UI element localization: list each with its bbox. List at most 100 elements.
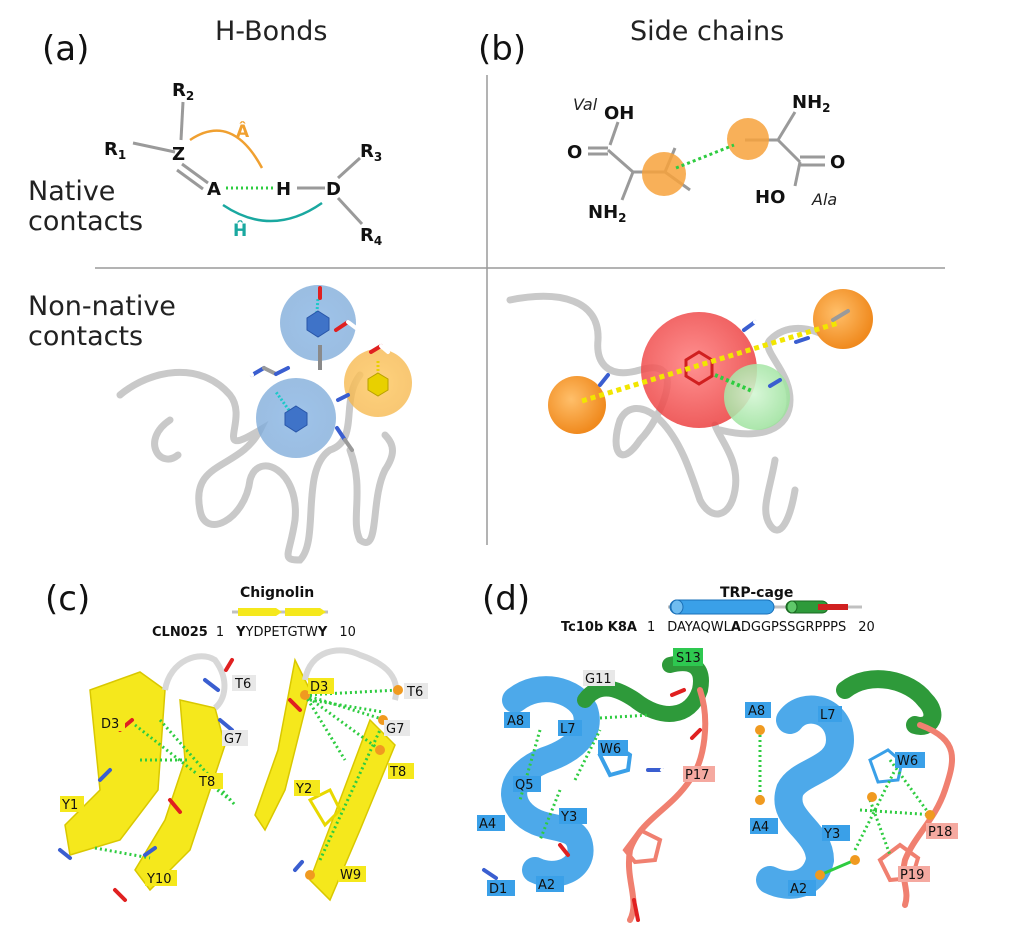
acceptor-angle-arc	[189, 129, 264, 169]
label-right-y2: Y2	[295, 782, 312, 797]
label-left-y10: Y10	[146, 872, 171, 887]
label-left-y3: Y3	[560, 810, 577, 825]
orange-sphere-left	[548, 376, 606, 434]
trpcage-title: TRP-cage	[720, 585, 793, 601]
non-native-hbond-structure	[116, 285, 412, 564]
panel-b-title: Side chains	[630, 16, 784, 47]
label-left-y1: Y1	[61, 798, 78, 813]
label-right-a2: A2	[790, 882, 807, 897]
chignolin-right-strand-a	[254, 657, 311, 832]
label-right-g7: G7	[386, 722, 404, 737]
val-sidechain-sphere	[642, 152, 686, 196]
label-right-d3: D3	[310, 680, 328, 695]
r1-label: R1	[104, 139, 126, 162]
a-hat-label: Â	[236, 120, 250, 142]
green-contact-line	[714, 373, 753, 393]
val-nh2: NH2	[588, 202, 627, 225]
non-native-label-line1: Non-native	[28, 291, 176, 322]
chignolin-title: Chignolin	[240, 585, 314, 601]
native-label-line2: contacts	[28, 206, 143, 237]
label-left-d1: D1	[489, 882, 507, 897]
label-left-t8: T8	[198, 775, 215, 790]
r2-label: R2	[172, 80, 194, 103]
label-right-a4: A4	[752, 820, 769, 835]
trpcage-helix-cylinder	[669, 599, 775, 615]
backbone-ribbon-b	[506, 292, 834, 534]
trpcage-right-310	[836, 670, 942, 735]
native-label-line1: Native	[28, 176, 115, 207]
chignolin-strand-1	[238, 608, 282, 616]
trpcage-right-helix	[756, 695, 855, 899]
label-left-s13: S13	[676, 651, 701, 666]
hbond-schematic: R1 R2 Z A H D R3 R4 Â Ĥ	[104, 80, 382, 248]
ala-sidechain-sphere	[727, 118, 769, 160]
chignolin-left-structure: T6 D3 G7 T8 Y1 Y10	[58, 653, 256, 902]
non-native-label-line2: contacts	[28, 321, 143, 352]
label-left-g7: G7	[224, 732, 242, 747]
panel-d-letter: (d)	[482, 579, 530, 619]
chignolin-left-strand-a	[64, 671, 166, 856]
orange-sphere-right	[813, 289, 873, 349]
label-left-p17: P17	[685, 768, 709, 783]
label-left-d3: D3	[101, 717, 119, 732]
label-left-g11: G11	[585, 672, 612, 687]
label-right-p18: P18	[928, 825, 952, 840]
panel-a-letter: (a)	[42, 29, 89, 69]
trpcage-right-structure: A8 L7 W6 P18 A4 Y3 P19 A2	[745, 670, 958, 908]
chignolin-left-labels: T6 D3 G7 T8 Y1 Y10	[60, 675, 256, 887]
val-o: O	[567, 142, 582, 163]
trpcage-left-labels: S13 G11 A8 L7 W6 P17 Q5 Y3 A4 D1 A2	[477, 648, 715, 897]
label-left-a4: A4	[479, 817, 496, 832]
chignolin-strand-2	[285, 608, 326, 616]
h-atom: H	[276, 179, 291, 200]
label-left-a2: A2	[538, 878, 555, 893]
panel-a-title: H-Bonds	[215, 16, 327, 47]
ala-ho: HO	[755, 187, 785, 208]
trpcage-left-structure: S13 G11 A8 L7 W6 P17 Q5 Y3 A4 D1 A2	[477, 648, 715, 923]
val-oh: OH	[604, 103, 634, 124]
label-right-y3: Y3	[823, 827, 840, 842]
panel-c-letter: (c)	[45, 579, 90, 619]
label-left-t6: T6	[234, 677, 251, 692]
label-left-a8: A8	[507, 714, 524, 729]
trpcage-ppii-segment	[818, 604, 848, 610]
label-right-t6: T6	[406, 685, 423, 700]
h-hat-label: Ĥ	[233, 219, 247, 241]
r3-label: R3	[360, 141, 382, 164]
donor-angle-arc	[222, 201, 323, 223]
d-atom: D	[326, 179, 341, 200]
label-right-w9: W9	[340, 868, 361, 883]
label-right-a8: A8	[748, 704, 765, 719]
label-left-q5: Q5	[515, 778, 534, 793]
trpcage-right-labels: A8 L7 W6 P18 A4 Y3 P19 A2	[745, 702, 958, 897]
ala-o: O	[830, 152, 845, 173]
label-right-l7: L7	[820, 708, 836, 723]
green-small-sphere	[724, 364, 790, 430]
label-right-p19: P19	[900, 868, 924, 883]
sidechain-schematic: Val OH O NH2 NH2 O HO Ala	[567, 92, 845, 225]
backbone-ribbon	[116, 369, 396, 564]
label-right-t8: T8	[389, 765, 406, 780]
panel-b-letter: (b)	[478, 29, 526, 69]
label-left-w6: W6	[600, 742, 621, 757]
chignolin-right-strand-b	[309, 718, 396, 902]
chignolin-right-labels: D3 T6 G7 T8 Y2 W9	[294, 678, 428, 883]
trpcage-left-310	[577, 655, 709, 722]
ala-label: Ala	[811, 190, 837, 209]
sidechain-contact-line	[675, 143, 735, 170]
label-left-l7: L7	[560, 722, 576, 737]
a-atom: A	[207, 179, 221, 200]
chignolin-right-structure: D3 T6 G7 T8 Y2 W9	[254, 647, 428, 902]
r4-label: R4	[360, 225, 382, 248]
label-right-w6: W6	[897, 754, 918, 769]
val-label: Val	[573, 95, 598, 114]
ala-nh2: NH2	[792, 92, 831, 115]
z-atom: Z	[172, 144, 185, 165]
non-native-sidechain-structure	[506, 289, 873, 534]
